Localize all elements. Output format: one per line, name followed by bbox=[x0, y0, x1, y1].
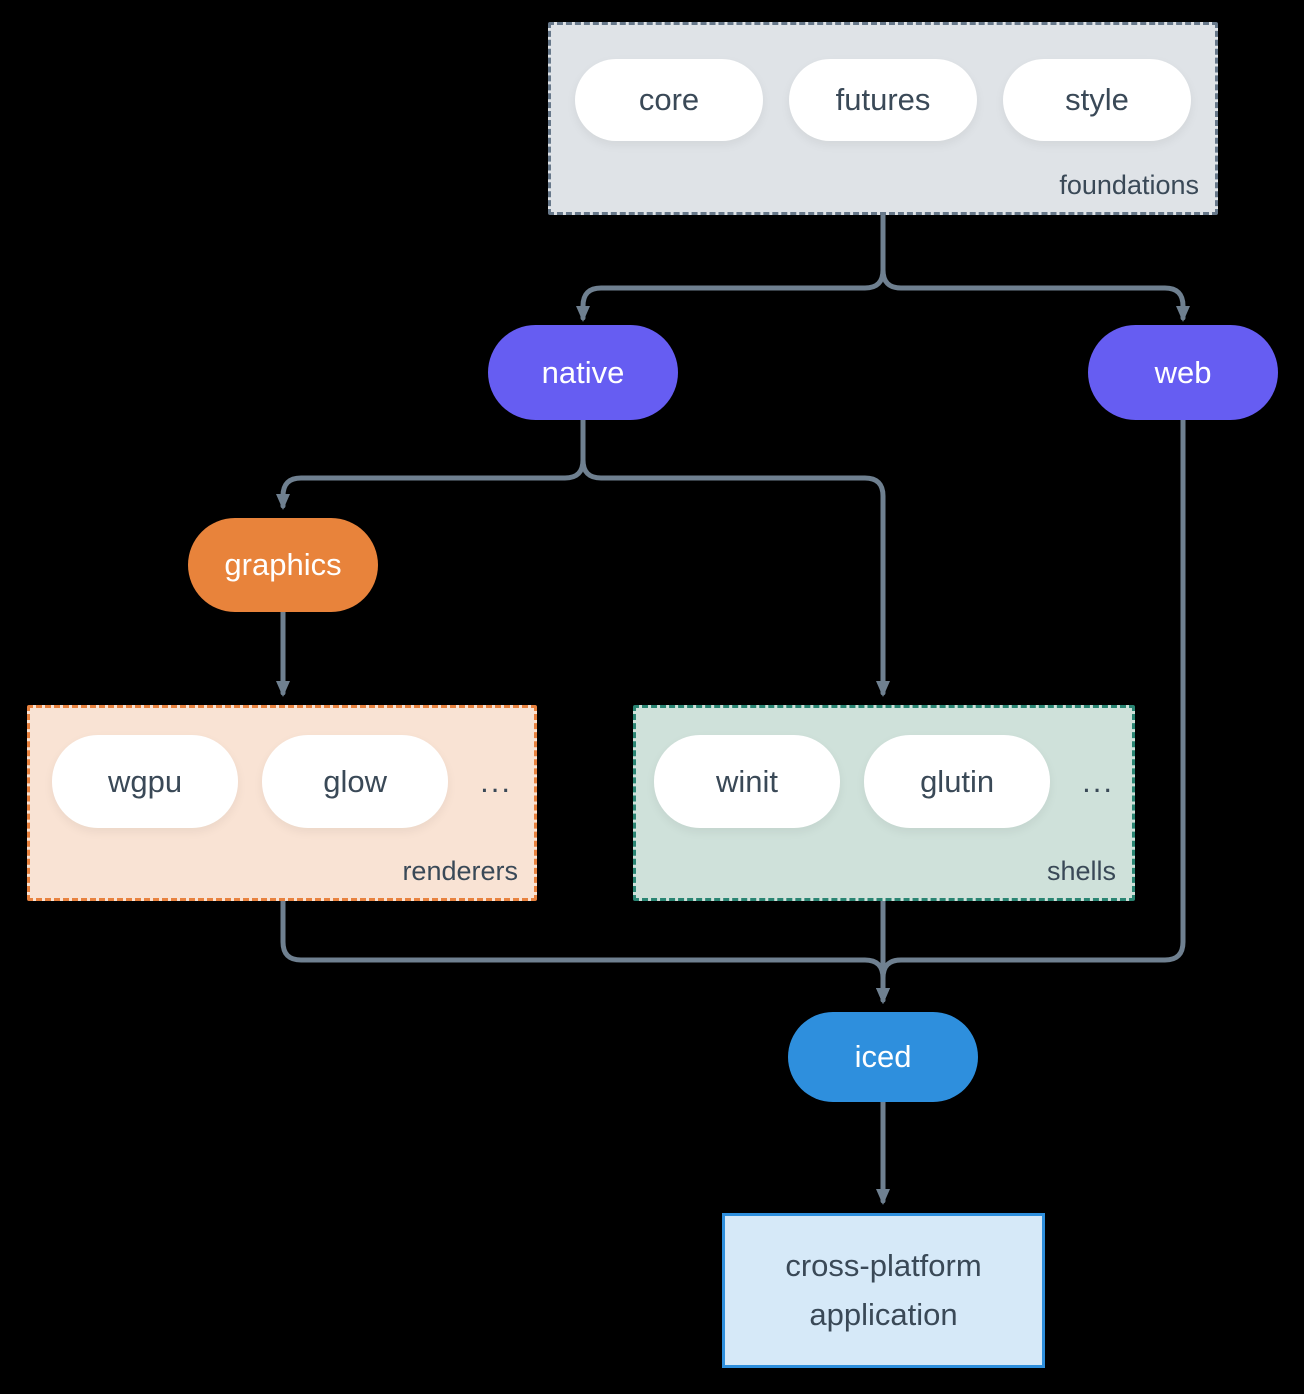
node-web: web bbox=[1088, 325, 1278, 420]
node-futures: futures bbox=[789, 59, 977, 141]
edge-foundations-native bbox=[576, 212, 886, 322]
edge-renderers-iced bbox=[280, 897, 890, 1004]
edge-foundations-web bbox=[880, 212, 1190, 322]
shells-group-label: shells bbox=[1046, 856, 1116, 886]
renderers-group: wgpu glow ... renderers bbox=[27, 705, 537, 901]
node-cross-platform-application: cross-platform application bbox=[722, 1213, 1045, 1368]
node-wgpu: wgpu bbox=[52, 735, 239, 828]
node-native: native bbox=[488, 325, 678, 420]
renderers-ellipsis: ... bbox=[480, 763, 512, 799]
foundations-pill-row: core futures style bbox=[551, 59, 1215, 141]
node-glow: glow bbox=[262, 735, 449, 828]
shells-pill-row: winit glutin ... bbox=[636, 735, 1132, 828]
shells-ellipsis: ... bbox=[1082, 763, 1114, 799]
foundations-group: core futures style foundations bbox=[548, 22, 1218, 215]
edge-native-graphics bbox=[276, 417, 586, 510]
foundations-group-label: foundations bbox=[1059, 170, 1199, 200]
node-graphics: graphics bbox=[188, 518, 378, 612]
node-style: style bbox=[1003, 59, 1191, 141]
edge-native-shells bbox=[580, 417, 890, 697]
shells-group: winit glutin ... shells bbox=[633, 705, 1135, 901]
renderers-pill-row: wgpu glow ... bbox=[30, 735, 534, 828]
node-winit: winit bbox=[654, 735, 841, 828]
node-glutin: glutin bbox=[864, 735, 1051, 828]
node-core: core bbox=[575, 59, 763, 141]
renderers-group-label: renderers bbox=[402, 856, 518, 886]
node-iced: iced bbox=[788, 1012, 978, 1102]
